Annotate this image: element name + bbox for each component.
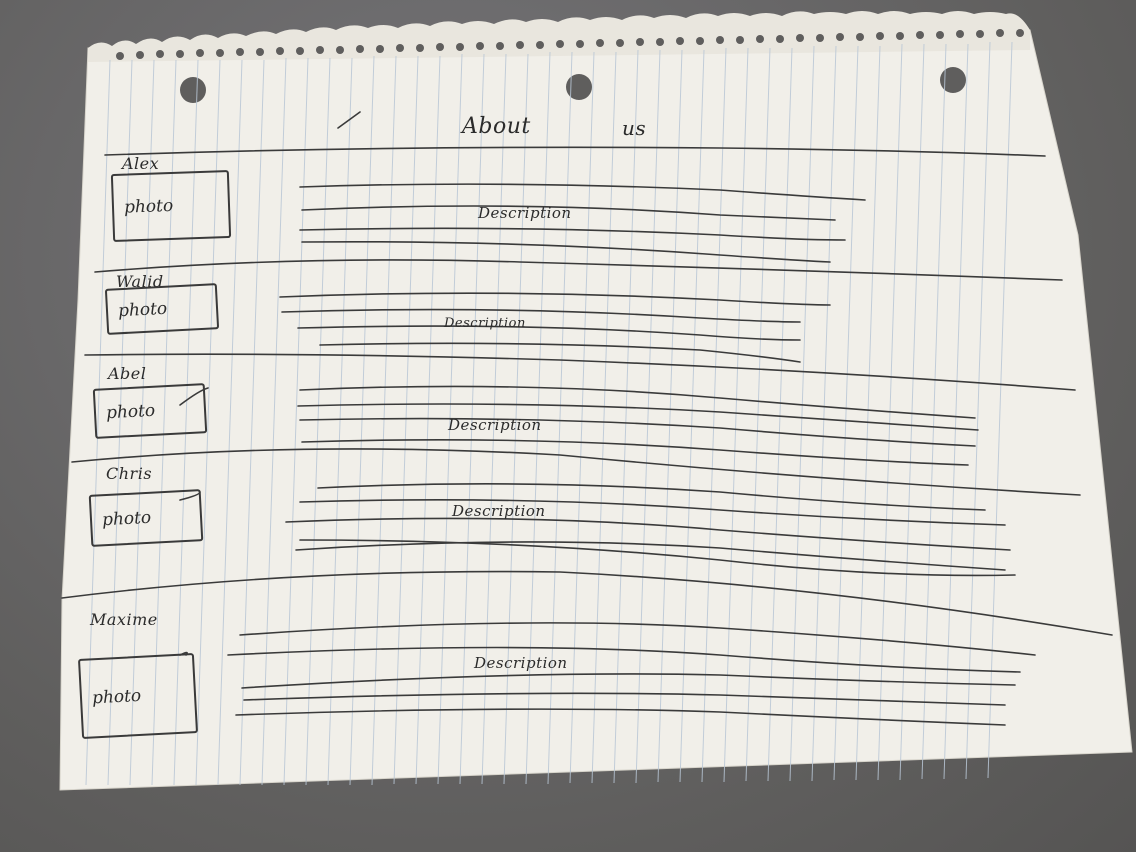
member-photo-placeholder: photo [110, 169, 232, 243]
photo-label: photo [117, 298, 168, 322]
photo-label: photo [105, 400, 156, 424]
member-name: Abel [108, 364, 147, 383]
member-description: Description [452, 502, 546, 520]
member-name: Chris [106, 464, 153, 483]
member-photo-placeholder: photo [88, 489, 204, 547]
member-description: Description [478, 204, 572, 222]
photo-label: photo [101, 507, 152, 531]
member-description: Description [444, 316, 526, 331]
spiral-holes [116, 29, 1024, 60]
member-name: Maxime [90, 610, 158, 629]
member-name: Alex [122, 154, 160, 173]
binder-holes [180, 67, 966, 103]
pencil-strokes [61, 111, 1113, 726]
member-name: Walid [116, 272, 164, 291]
photo-label: photo [91, 685, 142, 709]
page-title-about: About [462, 114, 531, 139]
paper-sheet [59, 29, 1133, 791]
page-title-us: us [622, 116, 647, 140]
member-description: Description [448, 416, 542, 434]
member-photo-placeholder: photo [92, 383, 208, 439]
photo-label: photo [123, 195, 174, 218]
member-photo-placeholder: photo [77, 653, 199, 739]
member-photo-placeholder: photo [104, 283, 220, 335]
member-description: Description [474, 654, 568, 672]
